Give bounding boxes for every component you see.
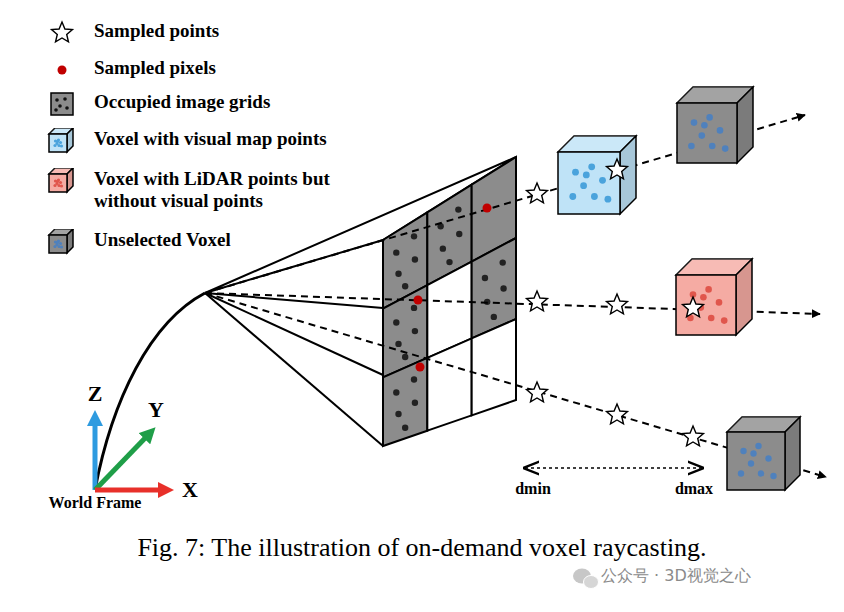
voxels — [558, 87, 800, 490]
axis-label: Y — [148, 398, 164, 422]
sampled-point-star — [607, 404, 628, 424]
y-axis — [95, 433, 150, 490]
unselected-voxel — [727, 417, 800, 490]
legend-swatch — [40, 91, 84, 117]
distance-label: dmin — [515, 480, 551, 498]
legend-swatch — [40, 20, 84, 46]
sampled-point-star — [527, 291, 548, 311]
legend-row: Sampled points — [40, 20, 219, 46]
image-grid — [427, 338, 471, 430]
distance-range-arrow — [525, 467, 702, 469]
legend-text: Unselected Voxel — [94, 229, 231, 251]
legend-voxel — [49, 229, 73, 253]
watermark-icon — [573, 569, 599, 589]
image-grid — [472, 319, 516, 415]
visual-voxel — [558, 136, 636, 214]
watermark: 公众号 · 3D视觉之心 — [601, 567, 751, 585]
lidar-voxel — [676, 259, 752, 335]
axis-label: Z — [88, 382, 103, 406]
sampled-pixel — [414, 296, 423, 305]
sampled-point-star — [527, 183, 548, 203]
figure-caption: Fig. 7: The illustration of on-demand vo… — [137, 532, 706, 563]
sampled-pixel — [416, 363, 425, 372]
sampled-point-star — [607, 159, 628, 179]
sampled-point-star — [607, 294, 628, 314]
sampled-point-star — [683, 297, 704, 317]
sampled-points — [527, 159, 704, 446]
x-axis — [95, 488, 166, 493]
legend-voxel — [49, 168, 73, 192]
legend-row: Unselected Voxel — [40, 229, 231, 255]
legend-swatch — [40, 168, 84, 194]
legend-text: Voxel with LiDAR points but without visu… — [94, 168, 334, 212]
axis-label: X — [182, 478, 198, 502]
distance-label: dmax — [675, 480, 713, 498]
occupied-image-grid — [383, 358, 427, 446]
legend-text: Sampled pixels — [94, 57, 216, 79]
legend-swatch — [40, 128, 84, 154]
legend-voxel — [49, 128, 73, 152]
legend-text: Sampled points — [94, 20, 219, 42]
frame-label: World Frame — [49, 494, 142, 512]
legend-row: Voxel with visual map points — [40, 128, 327, 154]
legend-row: Occupied image grids — [40, 91, 270, 117]
legend-text: Voxel with visual map points — [94, 128, 327, 150]
legend-swatch — [40, 229, 84, 255]
sampled-pixel — [483, 204, 492, 213]
legend-text: Occupied image grids — [94, 91, 270, 113]
unselected-voxel — [677, 87, 753, 163]
sampled-point-star — [527, 382, 548, 402]
legend-row: Voxel with LiDAR points but without visu… — [40, 168, 334, 212]
legend-row: Sampled pixels — [40, 57, 216, 83]
trajectory-curve — [95, 293, 205, 490]
sampled-point-star — [683, 426, 704, 446]
z-axis — [93, 418, 98, 490]
legend-swatch — [40, 57, 84, 83]
